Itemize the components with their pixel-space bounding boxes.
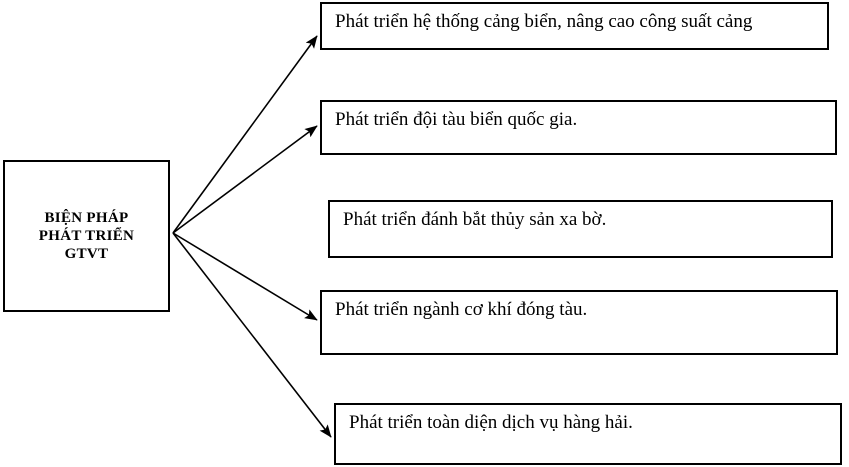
leaf-node-5-label: Phát triển toàn diện dịch vụ hàng hải. (349, 412, 633, 433)
leaf-node-5: Phát triển toàn diện dịch vụ hàng hải. (334, 403, 842, 465)
leaf-node-3-label: Phát triển đánh bắt thủy sản xa bờ. (343, 209, 607, 230)
root-node-label: BIỆN PHÁP PHÁT TRIỂN GTVT (38, 209, 135, 263)
connector-arrow-to-node-1 (172, 35, 318, 234)
leaf-node-4-label: Phát triển ngành cơ khí đóng tàu. (335, 299, 588, 320)
root-node-bien-phap-phat-trien-gtvt: BIỆN PHÁP PHÁT TRIỂN GTVT (3, 160, 170, 312)
arrow-group (172, 35, 332, 438)
leaf-node-3: Phát triển đánh bắt thủy sản xa bờ. (328, 200, 833, 258)
connector-arrow-to-node-2 (172, 125, 318, 234)
leaf-node-4: Phát triển ngành cơ khí đóng tàu. (320, 290, 838, 355)
leaf-node-2-label: Phát triển đội tàu biển quốc gia. (335, 109, 578, 130)
leaf-node-2: Phát triển đội tàu biển quốc gia. (320, 100, 837, 155)
connector-arrow-to-node-5 (172, 232, 332, 438)
leaf-node-1-label: Phát triển hệ thống cảng biển, nâng cao … (335, 11, 753, 32)
leaf-node-1: Phát triển hệ thống cảng biển, nâng cao … (320, 2, 829, 50)
connector-arrow-to-node-4 (172, 232, 318, 321)
